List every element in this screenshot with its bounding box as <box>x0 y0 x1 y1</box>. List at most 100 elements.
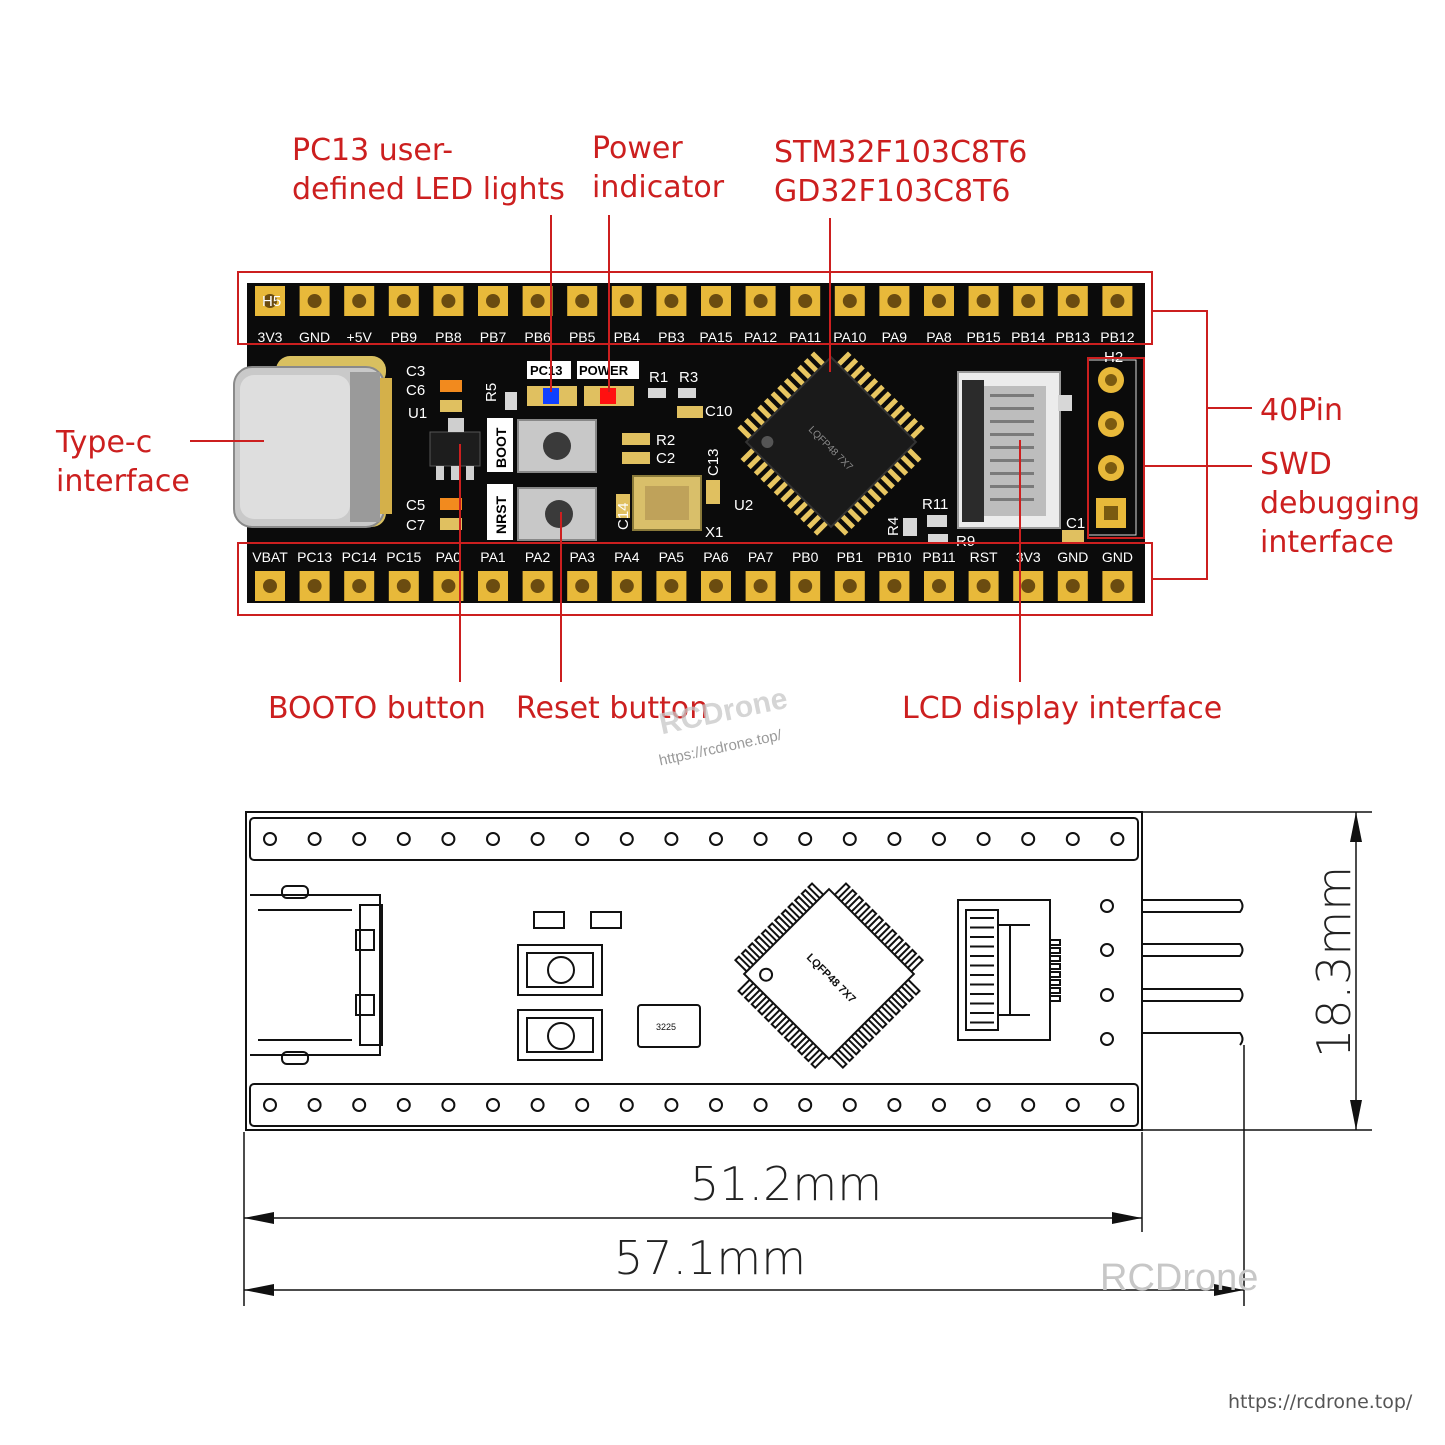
resistor-r4 <box>903 518 917 536</box>
silk-pc13-badge: PC13 <box>530 363 563 378</box>
bottom-pin-label: PC15 <box>386 549 421 565</box>
drawing-hole <box>619 1098 634 1112</box>
top-pin-pad <box>701 286 731 316</box>
callout-swd-line2: debugging <box>1260 486 1420 521</box>
capacitor-c3 <box>440 380 462 392</box>
drawing-hole <box>842 832 857 846</box>
bottom-pin-pad <box>388 571 419 601</box>
top-pin-pad <box>834 286 865 316</box>
top-pin-label: PA10 <box>833 329 866 345</box>
resistor-r9 <box>928 534 948 544</box>
dimension-lines <box>243 811 1372 1306</box>
callout-40pin: 40Pin <box>1260 393 1343 428</box>
mcu-chip <box>737 351 925 536</box>
reset-button <box>517 487 597 541</box>
drawing-hole <box>441 1098 456 1112</box>
silk-h5: H5 <box>262 293 281 310</box>
drawing-reset-button <box>517 1009 603 1061</box>
top-pin-label: PB15 <box>966 329 1000 345</box>
top-pin-pad <box>1013 286 1044 316</box>
drawing-led-2 <box>590 911 622 929</box>
bottom-pin-label: PA1 <box>480 549 506 565</box>
top-pin-pad <box>611 286 642 316</box>
bottom-pin-pad <box>611 571 642 601</box>
drawing-top-holes <box>263 832 1125 846</box>
dimension-outer-width: 57.1mm <box>614 1231 806 1285</box>
drawing-hole <box>486 1098 500 1112</box>
top-pin-label: +5V <box>347 329 373 345</box>
drawing-hole <box>753 1098 768 1112</box>
bottom-pin-label: PB1 <box>837 549 864 565</box>
drawing-hole <box>1110 832 1125 846</box>
top-pin-label: 3V3 <box>258 329 283 345</box>
drawing-hole <box>263 1098 277 1112</box>
callout-leader-lines <box>190 215 1252 682</box>
drawing-bottom-holes <box>263 1098 1125 1112</box>
nrst-label-box <box>487 484 513 540</box>
callout-power-line1: Power <box>592 131 683 166</box>
drawing-hole <box>1065 832 1080 846</box>
callout-mcu-line1: STM32F103C8T6 <box>774 135 1027 170</box>
top-pin-pad <box>1057 286 1088 316</box>
resistor-r2 <box>622 433 650 445</box>
drawing-crystal-text: 3225 <box>656 1022 676 1032</box>
drawing-mcu-chip <box>733 882 925 1070</box>
bottom-pin-pad <box>1057 571 1088 601</box>
drawing-hole <box>932 832 946 846</box>
dimension-arrowheads <box>244 812 1362 1296</box>
drawing-hole <box>932 1098 946 1112</box>
top-pin-pad <box>255 286 285 316</box>
bottom-pin-pad <box>745 571 776 601</box>
silk-c13: C13 <box>705 448 722 476</box>
silk-c10: C10 <box>705 403 733 420</box>
bottom-pin-label: PB0 <box>792 549 819 565</box>
bottom-pin-label: PA2 <box>525 549 551 565</box>
top-pin-header <box>255 286 1133 316</box>
top-pin-label: PB8 <box>435 329 462 345</box>
silk-c1: C1 <box>1066 515 1085 532</box>
drawing-fpc-connector <box>957 899 1061 1041</box>
drawing-hole <box>619 832 634 846</box>
bottom-pin-label: PB10 <box>877 549 911 565</box>
capacitor-c13 <box>706 480 720 504</box>
top-pin-label: PA9 <box>882 329 908 345</box>
bottom-pin-label: PA7 <box>748 549 774 565</box>
callout-swd-line3: interface <box>1260 525 1394 560</box>
drawing-hole <box>709 832 723 846</box>
callout-type-c-line2: interface <box>56 464 190 499</box>
callout-swd-line1: SWD <box>1260 447 1332 482</box>
silk-c2: C2 <box>656 450 675 467</box>
callout-pc13-led-line1: PC13 user- <box>292 133 453 168</box>
silk-c7: C7 <box>406 517 425 534</box>
drawing-hole <box>798 832 813 846</box>
top-pin-pad <box>790 286 821 316</box>
resistor-r1 <box>648 388 666 398</box>
drawing-hole <box>530 1098 545 1112</box>
drawing-crystal <box>637 1004 701 1048</box>
resistor-r11 <box>927 515 947 527</box>
drawing-hole <box>664 1098 679 1112</box>
capacitor-c6 <box>440 400 462 412</box>
bottom-pin-pad <box>522 571 553 601</box>
power-led <box>584 386 634 406</box>
drawing-hole <box>1065 1098 1080 1112</box>
bottom-pin-label: PB11 <box>922 549 955 565</box>
boot-label-box <box>487 418 513 472</box>
top-pin-pad <box>522 286 553 316</box>
silk-power-badge: POWER <box>579 363 629 378</box>
bottom-pin-label: PA6 <box>703 549 729 565</box>
top-pin-label: PB4 <box>614 329 641 345</box>
bottom-pin-label: PA3 <box>569 549 595 565</box>
resistor-r3 <box>678 388 696 398</box>
bottom-pin-label: PC14 <box>342 549 377 565</box>
capacitor-c14 <box>616 494 630 518</box>
callout-texts: PC13 user- defined LED lights Power indi… <box>55 131 1420 726</box>
silk-c5: C5 <box>406 497 425 514</box>
top-pin-pad <box>924 286 954 316</box>
drawing-hole <box>575 1098 590 1112</box>
callout-pc13-led-line2: defined LED lights <box>292 172 565 207</box>
drawing-hole <box>307 832 322 846</box>
bottom-pin-pad <box>656 571 687 601</box>
pc13-led <box>527 386 577 406</box>
